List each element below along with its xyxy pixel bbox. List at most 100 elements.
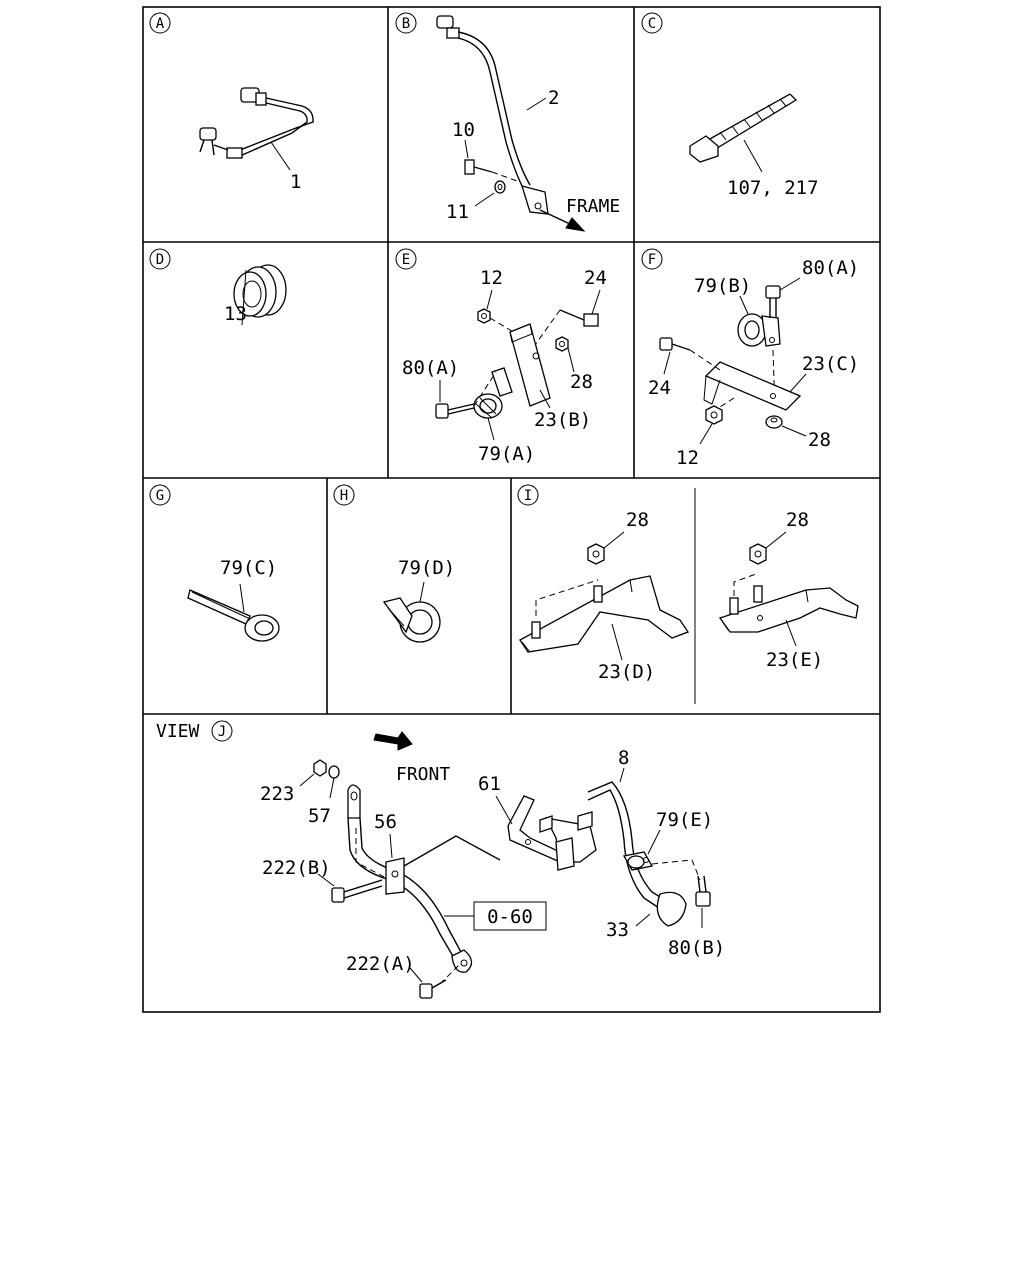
- part-label: 33: [606, 919, 629, 941]
- part-label: 61: [478, 773, 501, 795]
- part-label: 28: [626, 509, 649, 531]
- part-label: 80(A): [802, 257, 859, 279]
- part-label: 28: [786, 509, 809, 531]
- bolt-part-24-e: [534, 309, 599, 346]
- ground-cable-part-2: [436, 15, 549, 215]
- cable-tie-part-107-217: [689, 93, 798, 163]
- svg-text:B: B: [402, 16, 410, 32]
- part-label: 28: [570, 371, 593, 393]
- part-label: 11: [446, 201, 469, 223]
- part-label: 79(E): [656, 809, 713, 831]
- nut-part-28-e: [555, 336, 569, 352]
- battery-cable-part-1: [199, 87, 314, 171]
- svg-text:A: A: [156, 16, 165, 32]
- part-label: 79(D): [398, 557, 455, 579]
- frame-note: FRAME: [566, 196, 620, 217]
- bracket-part-23e: [718, 585, 859, 633]
- part-label: 79(C): [220, 557, 277, 579]
- part-label: 222(B): [262, 857, 331, 879]
- panel-j: VIEW J FRONT 223 57: [156, 720, 725, 999]
- view-text: VIEW: [156, 721, 200, 742]
- panel-i: I 28 23(D) 28: [517, 484, 859, 683]
- nut-part-223: [313, 759, 327, 777]
- clip-part-79c: [187, 589, 280, 642]
- diagram-frame: [142, 6, 881, 1013]
- bracket-part-23b: [509, 323, 551, 407]
- clip-part-79d: [382, 597, 441, 643]
- washer-part-57: [328, 765, 340, 779]
- svg-text:H: H: [340, 488, 348, 504]
- front-arrow-icon: [373, 731, 413, 751]
- part-label: 79(B): [694, 275, 751, 297]
- panel-letter-j: J: [211, 720, 233, 742]
- part-label: 12: [480, 267, 503, 289]
- part-label: 23(D): [598, 661, 655, 683]
- bracket-part-23d: [519, 575, 689, 653]
- part-label: 23(B): [534, 409, 591, 431]
- svg-text:J: J: [218, 724, 226, 740]
- bolt-part-10: [464, 159, 521, 183]
- ground-cable: [347, 784, 473, 973]
- svg-text:I: I: [524, 488, 532, 504]
- panel-letter-e: E: [395, 248, 417, 270]
- part-label: 28: [808, 429, 831, 451]
- panel-letter-a: A: [149, 12, 171, 34]
- panel-letter-d: D: [149, 248, 171, 270]
- panel-d: D 13: [149, 248, 287, 326]
- part-label: 79(A): [478, 443, 535, 465]
- svg-text:C: C: [648, 16, 656, 32]
- svg-text:D: D: [156, 252, 164, 268]
- grommet-part-13: [233, 264, 287, 318]
- nut-part-28-f: [765, 415, 783, 429]
- clamp-part-56: [385, 857, 405, 895]
- bolt-part-222a: [419, 963, 461, 999]
- part-label: 80(B): [668, 937, 725, 959]
- svg-text:F: F: [648, 252, 656, 268]
- part-label: 57: [308, 805, 331, 827]
- part-label: 24: [648, 377, 671, 399]
- front-text: FRONT: [396, 764, 450, 785]
- part-label: 13: [224, 303, 247, 325]
- part-label: 56: [374, 811, 397, 833]
- bolt-part-80a-e: [435, 371, 497, 419]
- panel-letter-f: F: [641, 248, 663, 270]
- part-label: 8: [618, 747, 629, 769]
- nut-part-12-e: [477, 308, 491, 324]
- panel-h: H 79(D): [333, 484, 455, 643]
- part-label: 222(A): [346, 953, 415, 975]
- nut-part-28-i-left: [587, 543, 605, 565]
- part-label: 2: [548, 87, 559, 109]
- nut-part-12-f: [705, 405, 723, 425]
- part-label: 23(C): [802, 353, 859, 375]
- part-label: 24: [584, 267, 607, 289]
- panel-a: A 1: [149, 12, 314, 193]
- clip-part-79b: [737, 313, 781, 347]
- bolt-part-80b: [695, 875, 711, 907]
- reference-box-text: 0-60: [487, 906, 533, 928]
- bolt-part-222b: [331, 879, 383, 903]
- part-label: 23(E): [766, 649, 823, 671]
- nut-part-28-i-right: [749, 543, 767, 565]
- part-label: 10: [452, 119, 475, 141]
- washer-part-11: [494, 180, 506, 194]
- clip-part-79e: [622, 851, 654, 871]
- clip-part-79a: [473, 367, 513, 419]
- panel-letter-i: I: [517, 484, 539, 506]
- panel-letter-c: C: [641, 12, 663, 34]
- part-label: 80(A): [402, 357, 459, 379]
- panel-g: G 79(C): [149, 484, 280, 642]
- panel-f: F 79(B) 80(A) 23(C) 2: [641, 248, 859, 469]
- svg-text:E: E: [402, 252, 410, 268]
- cable-part-8: [587, 781, 687, 927]
- bolt-part-24-f: [659, 337, 721, 371]
- panel-e: E 12 24 28 23(B): [395, 248, 607, 465]
- panel-letter-h: H: [333, 484, 355, 506]
- bracket-assembly-part-61: [507, 795, 597, 871]
- part-label: 1: [290, 171, 301, 193]
- part-label: 107, 217: [727, 177, 819, 199]
- frame-arrow: [539, 209, 586, 232]
- svg-text:G: G: [156, 488, 164, 504]
- part-label: 12: [676, 447, 699, 469]
- panel-letter-g: G: [149, 484, 171, 506]
